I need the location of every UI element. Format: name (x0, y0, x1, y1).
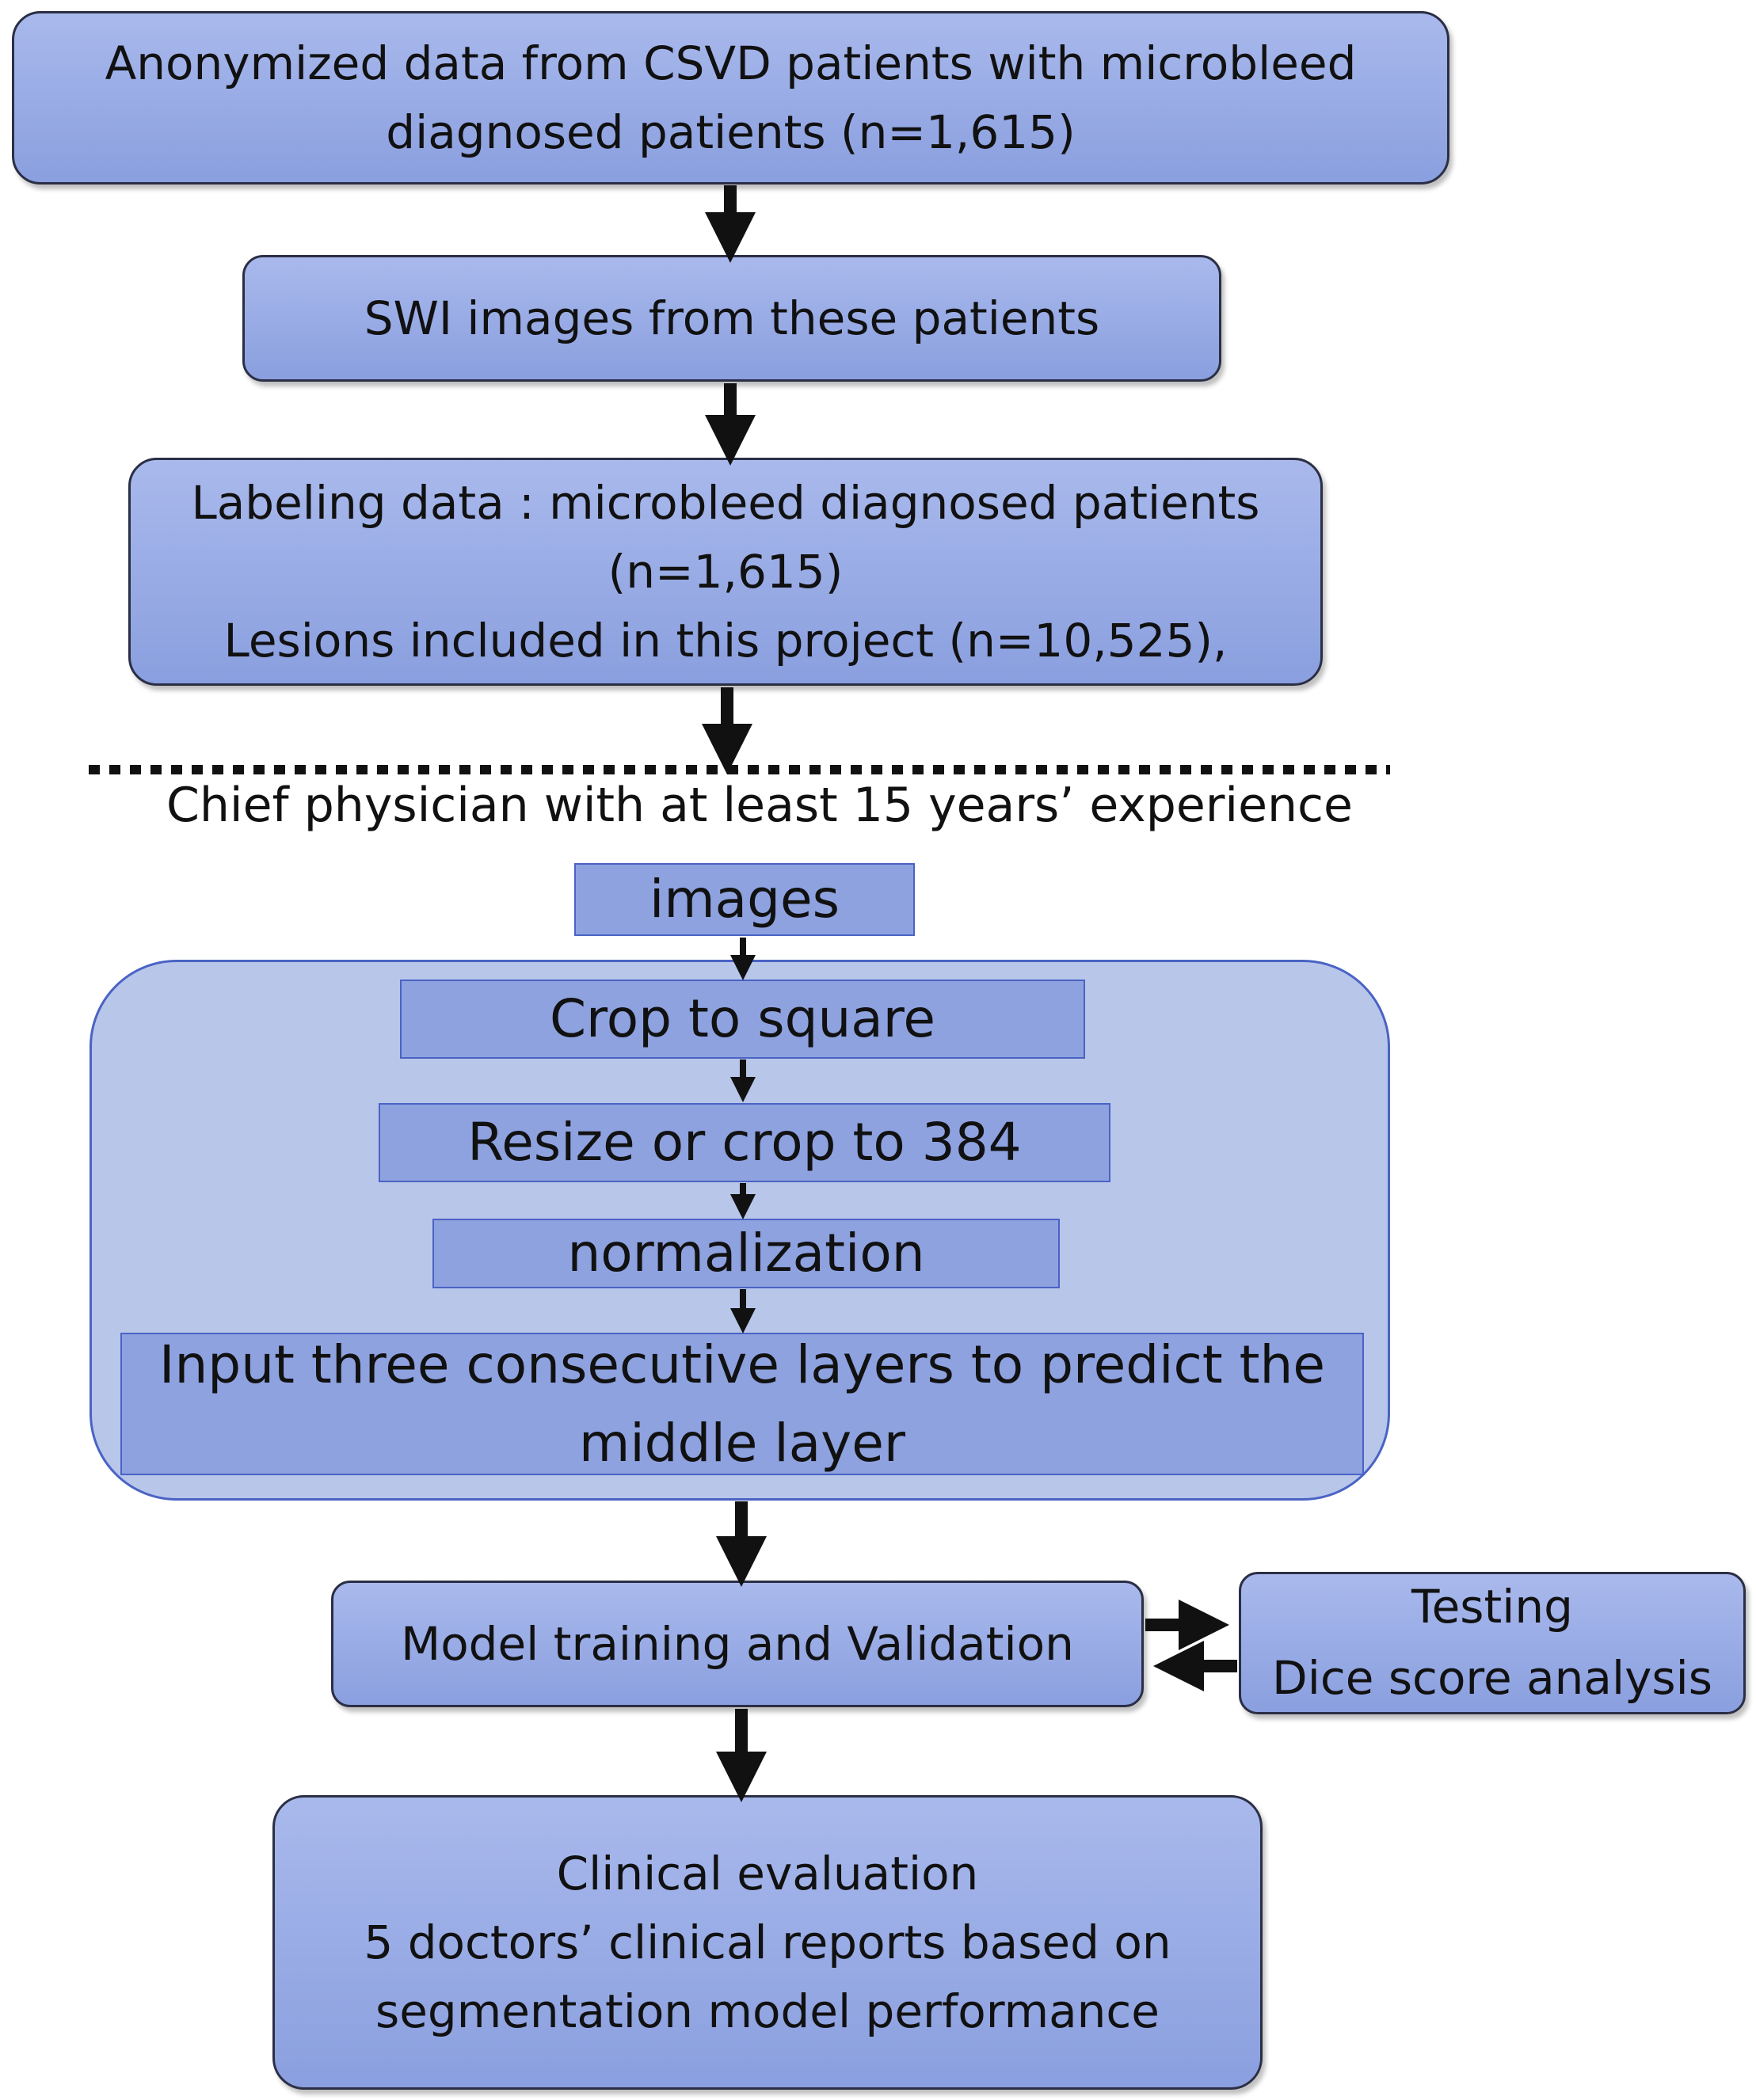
swi-images-label: SWI images from these patients (364, 291, 1100, 345)
labeling-box: Labeling data : microbleed diagnosed pat… (128, 458, 1323, 686)
data-source-line-2: diagnosed patients (n=1,615) (386, 105, 1076, 159)
data-source-box: Anonymized data from CSVD patients with … (12, 11, 1449, 185)
labeling-line-3: Lesions included in this project (n=10,5… (223, 613, 1228, 668)
resize-box: Resize or crop to 384 (379, 1103, 1110, 1182)
resize-label: Resize or crop to 384 (467, 1111, 1022, 1173)
testing-line-2: Dice score analysis (1272, 1651, 1712, 1705)
images-box: images (574, 863, 915, 936)
labeling-line-1: Labeling data : microbleed diagnosed pat… (191, 475, 1260, 530)
crop-box: Crop to square (400, 980, 1085, 1059)
clinical-line-2: 5 doctors’ clinical reports based on (364, 1915, 1171, 1969)
model-training-box: Model training and Validation (331, 1581, 1144, 1707)
swi-images-box: SWI images from these patients (242, 255, 1221, 382)
clinical-line-1: Clinical evaluation (556, 1846, 979, 1900)
annotator-caption: Chief physician with at least 15 years’ … (166, 778, 1353, 833)
input-layers-box: Input three consecutive layers to predic… (120, 1333, 1364, 1475)
input-layers-line-2: middle layer (579, 1413, 905, 1474)
model-training-label: Model training and Validation (401, 1616, 1074, 1671)
images-label: images (649, 868, 840, 930)
normalization-box: normalization (432, 1219, 1060, 1288)
data-source-line-1: Anonymized data from CSVD patients with … (105, 36, 1357, 90)
clinical-evaluation-box: Clinical evaluation 5 doctors’ clinical … (272, 1795, 1263, 2090)
clinical-line-3: segmentation model performance (375, 1984, 1160, 2038)
input-layers-line-1: Input three consecutive layers to predic… (159, 1334, 1325, 1395)
crop-label: Crop to square (549, 987, 936, 1049)
testing-line-1: Testing (1411, 1580, 1573, 1634)
normalization-label: normalization (567, 1222, 925, 1284)
testing-box: Testing Dice score analysis (1239, 1572, 1746, 1714)
labeling-line-2: (n=1,615) (608, 544, 844, 599)
